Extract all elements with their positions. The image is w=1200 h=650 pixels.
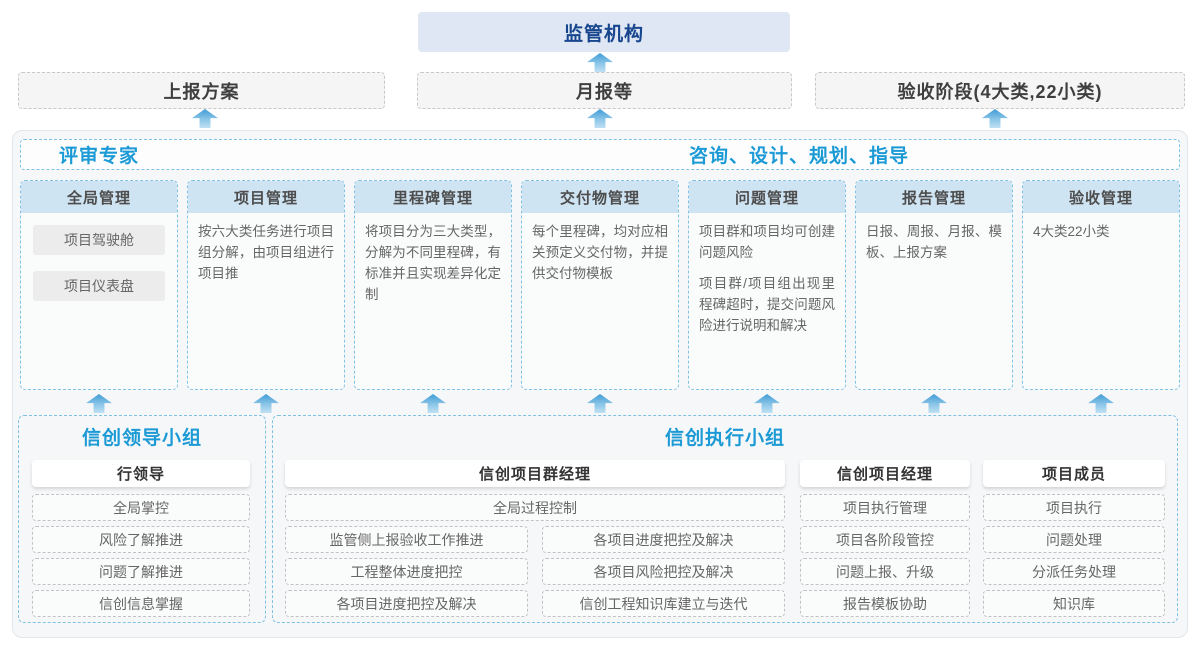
task-item: 项目执行管理 (800, 494, 970, 521)
task-item: 各项目风险把控及解决 (542, 558, 785, 585)
module-title: 问题管理 (689, 181, 845, 213)
consulting-label: 咨询、设计、规划、指导 (689, 146, 910, 167)
module-title: 交付物管理 (522, 181, 678, 213)
module-milestone-management: 里程碑管理 将项目分为三大类型，分解为不同里程碑，有标准并且实现差异化定制 (354, 180, 512, 390)
task-item: 问题上报、升级 (800, 558, 970, 585)
module-title: 全局管理 (21, 181, 177, 213)
module-description: 日报、周报、月报、模板、上报方案 (866, 224, 1002, 260)
execution-group-title: 信创执行小组 (664, 428, 785, 449)
module-deliverable-management: 交付物管理 每个里程碑，均对应相关预定义交付物，并提供交付物模板 (521, 180, 679, 390)
issue-paragraph-2: 项目群/项目组出现里程碑超时，提交问题风险进行说明和解决 (699, 275, 835, 333)
experts-bar: 评审专家 咨询、设计、规划、指导 (20, 139, 1180, 170)
output-box-acceptance-phase: 验收阶段(4大类,22小类) (815, 72, 1185, 109)
task-item: 全局过程控制 (285, 494, 785, 521)
output-box-report-plan: 上报方案 (18, 72, 385, 109)
module-description: 将项目分为三大类型，分解为不同里程碑，有标准并且实现差异化定制 (365, 224, 501, 302)
task-item: 知识库 (983, 590, 1165, 617)
module-issue-management: 问题管理 项目群和项目均可创建问题风险 项目群/项目组出现里程碑超时，提交问题风… (688, 180, 846, 390)
module-acceptance-management: 验收管理 4大类22小类 (1022, 180, 1180, 390)
task-item: 工程整体进度把控 (285, 558, 528, 585)
arrow-up-icon (982, 109, 1008, 128)
module-title: 项目管理 (188, 181, 344, 213)
task-item: 风险了解推进 (32, 526, 250, 553)
arrow-up-icon (587, 53, 613, 72)
module-title: 报告管理 (856, 181, 1012, 213)
task-item: 问题处理 (983, 526, 1165, 553)
task-item: 项目执行 (983, 494, 1165, 521)
module-title: 里程碑管理 (355, 181, 511, 213)
output-box-monthly-report: 月报等 (417, 72, 792, 109)
task-item: 项目各阶段管控 (800, 526, 970, 553)
task-item: 各项目进度把控及解决 (285, 590, 528, 617)
module-project-management: 项目管理 按六大类任务进行项目组分解，由项目组进行项目推 (187, 180, 345, 390)
module-global-management: 全局管理 项目驾驶舱 项目仪表盘 (20, 180, 178, 390)
module-description: 4大类22小类 (1033, 224, 1110, 239)
role-bar-program-manager: 信创项目群经理 (285, 460, 785, 487)
task-item: 全局掌控 (32, 494, 250, 521)
task-item: 监管侧上报验收工作推进 (285, 526, 528, 553)
arrow-up-icon (587, 109, 613, 128)
task-item: 报告模板协助 (800, 590, 970, 617)
leadership-group-box (18, 415, 266, 623)
role-bar-bank-leaders: 行领导 (32, 460, 250, 487)
task-item: 问题了解推进 (32, 558, 250, 585)
chip-project-cockpit: 项目驾驶舱 (33, 225, 165, 255)
arrow-up-icon (192, 109, 218, 128)
module-title: 验收管理 (1023, 181, 1179, 213)
execution-group-box (272, 415, 1178, 623)
module-description: 每个里程碑，均对应相关预定义交付物，并提供交付物模板 (532, 224, 668, 281)
task-item: 各项目进度把控及解决 (542, 526, 785, 553)
task-item: 分派任务处理 (983, 558, 1165, 585)
module-description: 项目群和项目均可创建问题风险 项目群/项目组出现里程碑超时，提交问题风险进行说明… (689, 213, 845, 356)
module-description: 按六大类任务进行项目组分解，由项目组进行项目推 (198, 224, 334, 281)
leadership-group-title: 信创领导小组 (81, 428, 202, 449)
module-report-management: 报告管理 日报、周报、月报、模板、上报方案 (855, 180, 1013, 390)
experts-label: 评审专家 (59, 146, 140, 167)
role-bar-project-members: 项目成员 (983, 460, 1165, 487)
task-item: 信创信息掌握 (32, 590, 250, 617)
chip-project-dashboard: 项目仪表盘 (33, 271, 165, 301)
regulator-box: 监管机构 (418, 12, 790, 52)
role-bar-project-manager: 信创项目经理 (800, 460, 970, 487)
issue-paragraph-1: 项目群和项目均可创建问题风险 (699, 224, 835, 260)
task-item: 信创工程知识库建立与迭代 (542, 590, 785, 617)
